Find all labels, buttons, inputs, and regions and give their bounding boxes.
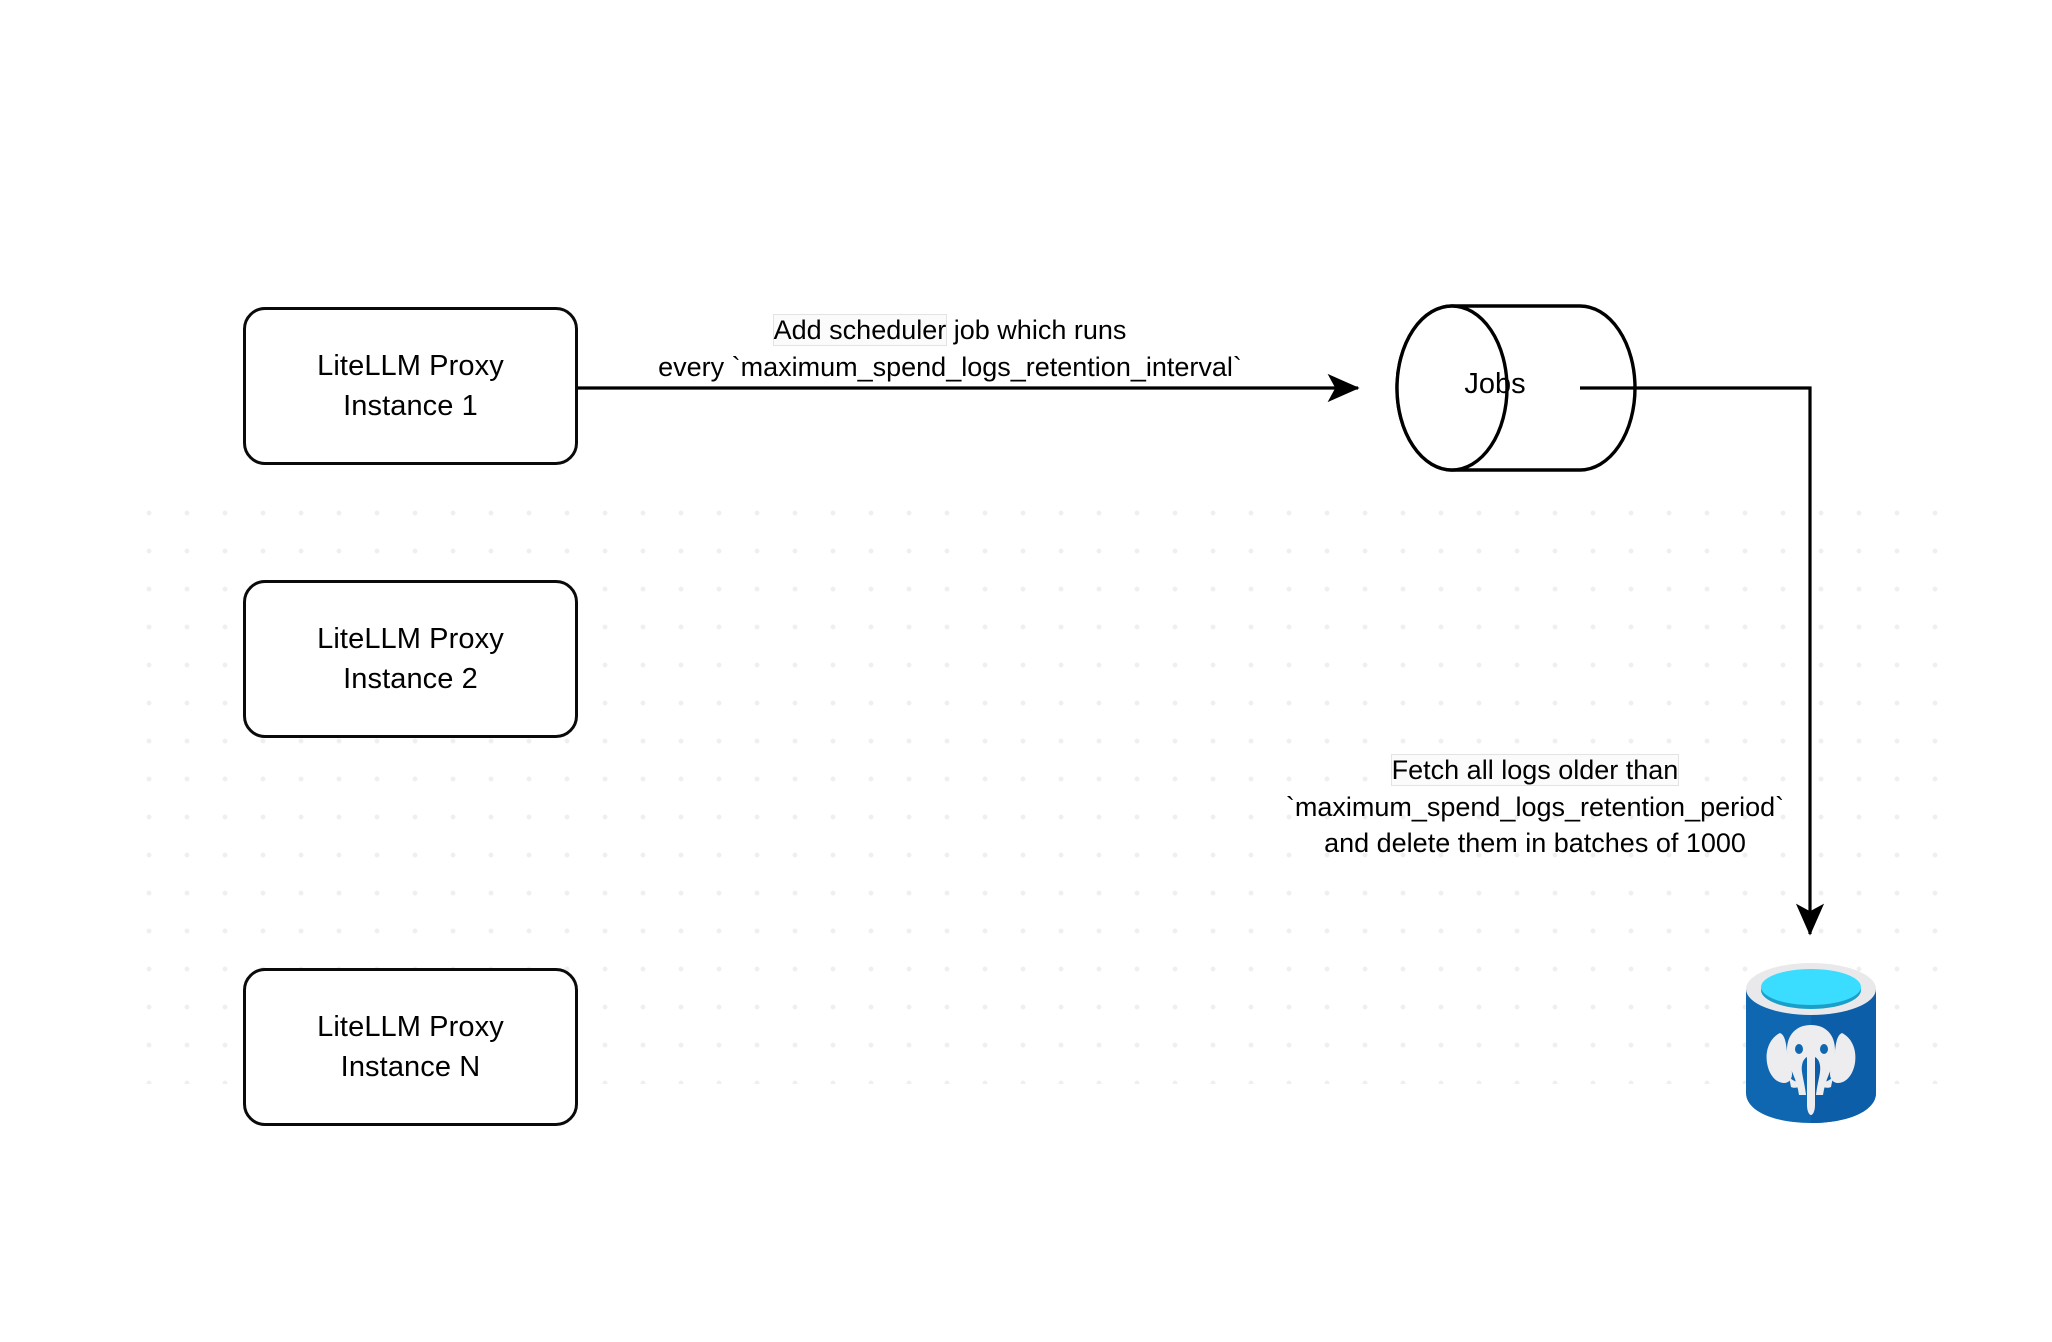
- edge-label-scheduler-highlight: Add scheduler: [773, 315, 947, 345]
- edge-jobs-to-database-line: [1580, 386, 1825, 936]
- edge-label-scheduler-line1: Add scheduler job which runs: [600, 312, 1300, 349]
- jobs-cylinder: [1395, 304, 1637, 472]
- proxy-3-line1: LiteLLM Proxy: [317, 1010, 504, 1043]
- node-litellm-proxy-instance-n[interactable]: LiteLLM Proxy Instance N: [243, 968, 578, 1126]
- postgresql-elephant-eyes: [1795, 1044, 1828, 1054]
- proxy-2-line2: Instance 2: [343, 663, 478, 695]
- edge-label-fetch-line1: Fetch all logs older than: [1245, 752, 1825, 789]
- edge-label-scheduler-line2: every `maximum_spend_logs_retention_inte…: [658, 351, 1242, 382]
- edge-label-fetch-line3: and delete them in batches of 1000: [1324, 828, 1746, 859]
- proxy-1-line2: Instance 1: [343, 390, 478, 422]
- edge-label-scheduler-line1-rest: job which runs: [946, 315, 1127, 345]
- edge-label-fetch-highlight: Fetch all logs older than: [1391, 755, 1679, 785]
- edge-label-fetch-line2: `maximum_spend_logs_retention_period`: [1285, 791, 1785, 822]
- proxy-3-line2: Instance N: [340, 1051, 481, 1083]
- edge-label-add-scheduler-job: Add scheduler job which runs every `maxi…: [600, 312, 1300, 385]
- edge-label-fetch-and-delete: Fetch all logs older than `maximum_spend…: [1245, 752, 1825, 862]
- node-jobs-label: Jobs: [1464, 368, 1526, 400]
- postgresql-icon[interactable]: [1740, 955, 1882, 1127]
- node-litellm-proxy-instance-2[interactable]: LiteLLM Proxy Instance 2: [243, 580, 578, 738]
- proxy-1-line1: LiteLLM Proxy: [317, 349, 504, 382]
- proxy-2-line1: LiteLLM Proxy: [317, 622, 504, 655]
- node-litellm-proxy-instance-1[interactable]: LiteLLM Proxy Instance 1: [243, 307, 578, 465]
